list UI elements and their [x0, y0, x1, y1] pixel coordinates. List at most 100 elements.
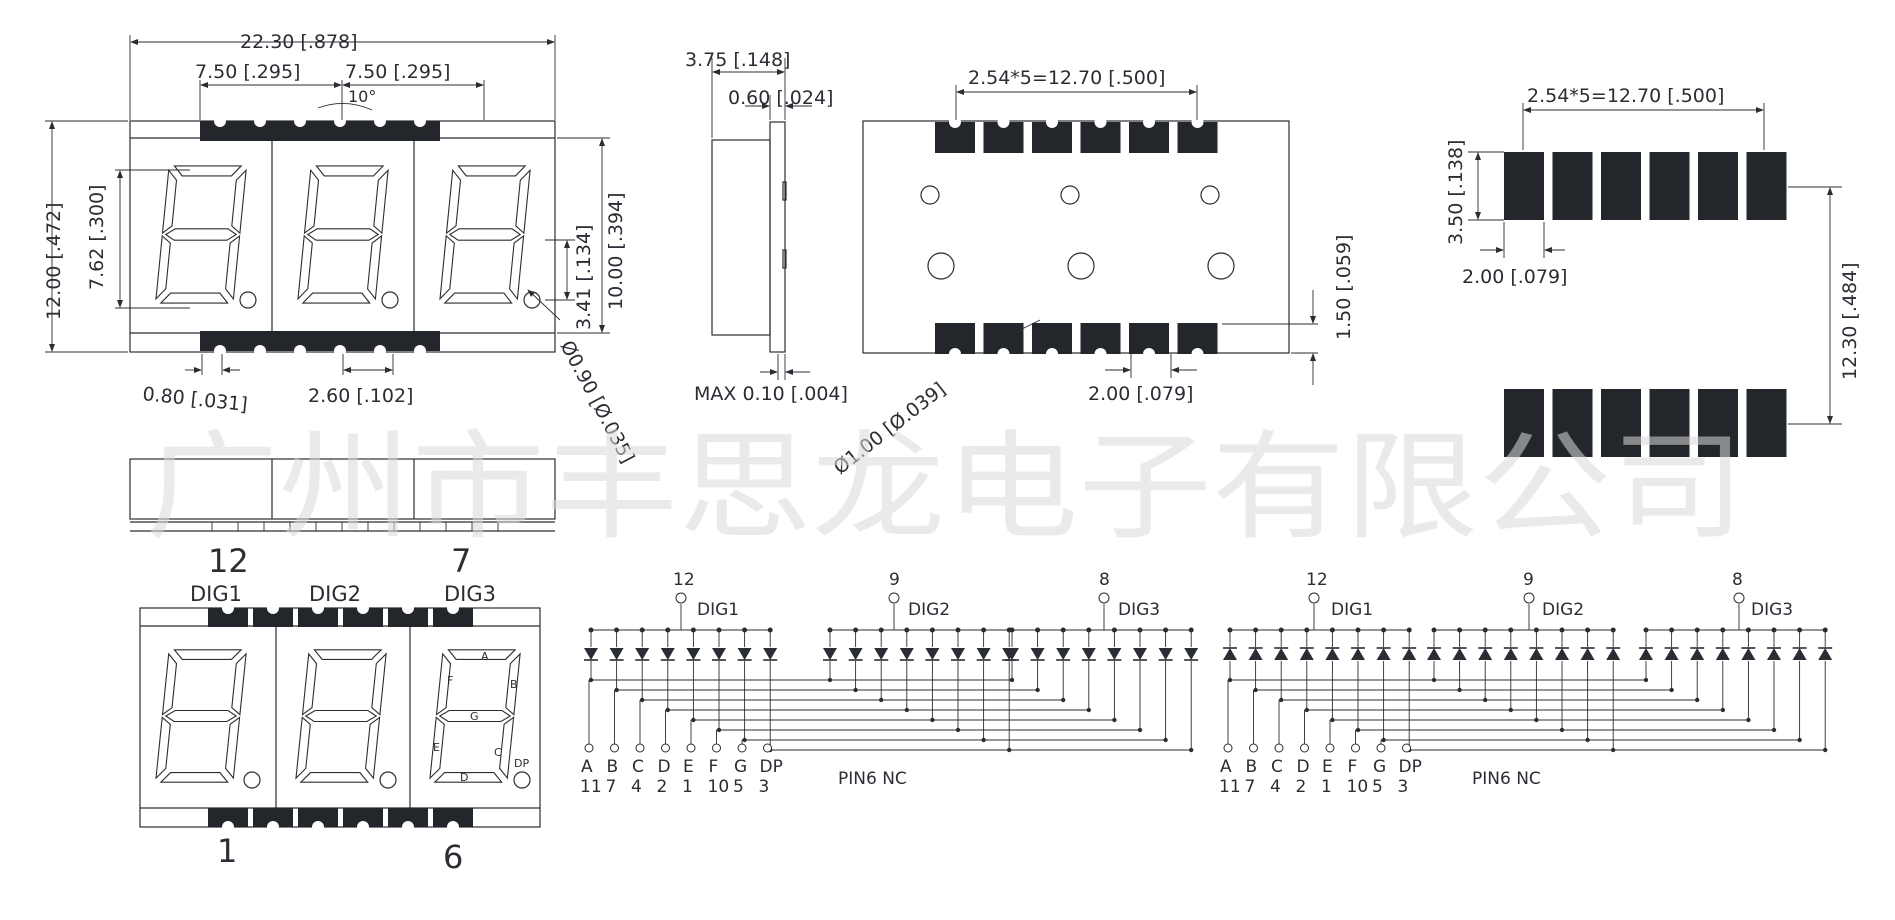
- segment-terminal: [1351, 743, 1360, 753]
- bus-dot: [614, 687, 619, 693]
- bus-dot: [955, 727, 961, 733]
- bus-dot: [981, 737, 986, 743]
- segment-e: [429, 716, 445, 780]
- pin-notch: [1046, 348, 1058, 360]
- bus-dot: [1559, 727, 1565, 733]
- segment-c: [365, 716, 381, 780]
- side-thickness: 0.60 [.024]: [728, 87, 833, 109]
- bus-dot: [1431, 677, 1437, 683]
- digit-terminal: [888, 592, 900, 604]
- cc-note: PIN6 NC: [1472, 769, 1541, 789]
- pin-notch: [414, 345, 426, 357]
- pin-notch: [1143, 116, 1155, 128]
- bus-dot: [1483, 697, 1488, 703]
- ca-seg-label: A: [581, 757, 593, 777]
- led-diode: [686, 648, 701, 660]
- front-digit-height: 7.62 [.300]: [86, 185, 108, 290]
- pin-notch: [949, 116, 961, 128]
- led-diode: [1606, 648, 1621, 660]
- led-diode: [1818, 648, 1833, 660]
- pin-pad: [320, 331, 360, 351]
- front-dp-offset: 3.41 [.134]: [573, 225, 595, 330]
- pin-dig3: DIG3: [444, 582, 496, 606]
- pin-pad: [280, 121, 320, 141]
- bus-dot: [1720, 707, 1726, 713]
- segment-d: [299, 772, 369, 783]
- seg-label-g: G: [470, 710, 479, 723]
- ca-seg-pin: 5: [733, 777, 744, 797]
- digit-terminal: [1308, 592, 1320, 604]
- segment-e: [155, 234, 171, 301]
- pin-notch: [402, 602, 414, 614]
- led-diode: [737, 648, 752, 660]
- cc-seg-label: G: [1373, 757, 1386, 777]
- pin-label-6: 6: [443, 838, 463, 876]
- led-diode: [584, 648, 598, 660]
- bus-dot: [1227, 677, 1233, 683]
- led-diode: [1248, 648, 1263, 660]
- bus-dot: [1611, 747, 1616, 753]
- front-view: 22.30 [.878] 7.50 [.295] 7.50 [.295] 10°…: [43, 31, 639, 467]
- seg-label-b: B: [510, 678, 518, 691]
- ca-note: PIN6 NC: [838, 769, 907, 789]
- seg-label-f: F: [447, 674, 453, 687]
- bus-dot: [1163, 737, 1168, 743]
- segment-terminal: [1376, 743, 1386, 753]
- ca-seg-pin: 11: [580, 777, 602, 797]
- pin-pad: [388, 608, 428, 627]
- cc-seg-label: B: [1246, 757, 1258, 777]
- front-height: 12.00 [.472]: [43, 202, 65, 320]
- bus-dot: [665, 707, 670, 713]
- pin-notch: [334, 115, 346, 127]
- segment-g: [448, 228, 522, 241]
- segment-b: [505, 652, 521, 716]
- segment-a: [173, 165, 243, 177]
- pin-notch: [447, 602, 459, 614]
- bus-dot: [853, 687, 858, 693]
- segment-terminal: [712, 743, 721, 753]
- segment-d: [301, 292, 371, 304]
- cc-seg-pin: 10: [1347, 777, 1369, 797]
- pin-notch: [254, 115, 266, 127]
- cc-seg-label: F: [1348, 757, 1358, 777]
- led-diode: [1107, 648, 1122, 660]
- footprint-pad: [1649, 389, 1690, 457]
- segment-d: [443, 292, 513, 304]
- segment-c: [225, 234, 241, 301]
- segment-c: [509, 234, 525, 301]
- led-diode: [1351, 648, 1365, 660]
- seg-label-a: A: [481, 650, 489, 663]
- ca-seg-label: F: [709, 757, 719, 777]
- segment-terminal: [1274, 743, 1284, 753]
- circuit-common-anode: 12 DIG1 9 DIG2 8 DIG3 PIN6 NC A11B7C4D2E…: [580, 570, 1199, 797]
- side-max-flatness: MAX 0.10 [.004]: [694, 383, 848, 405]
- bus-dot: [1534, 717, 1539, 723]
- digit-terminal: [1523, 592, 1535, 604]
- segment-terminal: [686, 743, 696, 753]
- pin-pad: [400, 331, 440, 351]
- ca-seg-label: E: [683, 757, 694, 777]
- led-diode: [763, 648, 778, 660]
- segment-a: [457, 165, 527, 177]
- pin-notch: [222, 602, 234, 614]
- ca-seg-pin: 2: [657, 777, 668, 797]
- led-diode: [1402, 648, 1417, 660]
- cc-seg-pin: 7: [1245, 777, 1256, 797]
- front-pin-width: 0.80 [.031]: [141, 383, 248, 416]
- ca-seg-label: DP: [760, 757, 783, 777]
- bus-dot: [1112, 717, 1117, 723]
- segment-a: [315, 165, 385, 177]
- bus-dot: [1035, 687, 1040, 693]
- bus-dot: [904, 707, 909, 713]
- pin-pad: [240, 331, 280, 351]
- led-diode: [1664, 648, 1679, 660]
- pin-pad: [360, 331, 400, 351]
- pin-pad: [360, 121, 400, 141]
- segment-f: [445, 168, 462, 235]
- cc-dig1: DIG1: [1331, 600, 1373, 620]
- pin-notch: [214, 345, 226, 357]
- led-diode: [1427, 648, 1441, 660]
- segment-terminal: [1300, 743, 1309, 753]
- led-diode: [874, 648, 889, 660]
- pin-notch: [357, 821, 369, 833]
